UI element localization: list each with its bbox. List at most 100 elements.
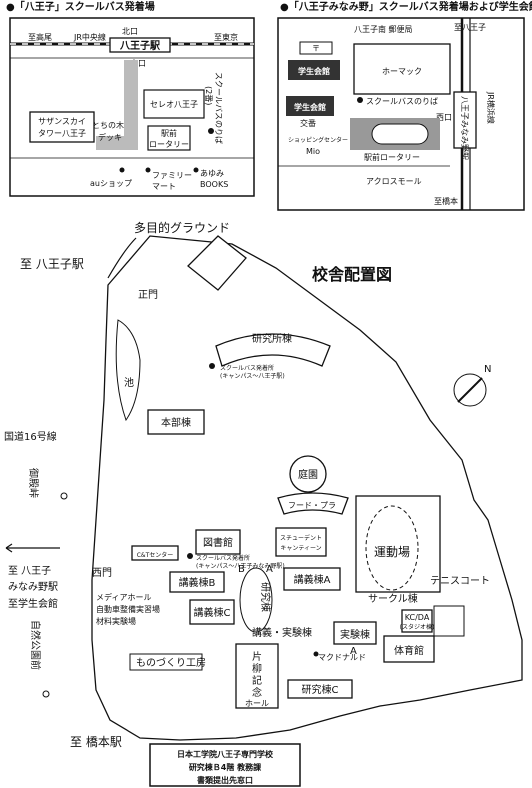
to-minami-label: 至 八王子: [8, 565, 51, 577]
svg-text:自動車整備実習場: 自動車整備実習場: [96, 604, 160, 614]
police-label: 交番: [300, 118, 316, 128]
inset-minamino-station: ●「八王子みなみ野」スクールバス発着場および学生会館 八王子南 郵便局 至八王子…: [277, 0, 532, 211]
lecture-a-bldg: [283, 567, 341, 591]
campus-title: 校舎配置図: [312, 265, 392, 284]
svg-text:キャンティーン: キャンティーン: [280, 545, 321, 552]
katayanagi-hall: [235, 643, 279, 709]
svg-text:講義棟A: 講義棟A: [294, 573, 331, 586]
lecture-lab-label: 講義・実験棟: [252, 626, 312, 639]
pond: [115, 319, 141, 422]
svg-text:スチューデント: スチューデント: [280, 534, 322, 542]
courtyard: [289, 455, 327, 493]
post-office-box: [299, 41, 333, 55]
svg-text:タワー八王子: タワー八王子: [38, 129, 86, 138]
research-bldg-oval: [239, 567, 273, 633]
inset-hachioji-station: ●「八王子」スクールバス発着場 北口 至高尾 JR中央線 至東京 八王子駅 南口…: [6, 0, 255, 197]
jikken-bldg: [333, 621, 377, 645]
to-tokyo-label: 至東京: [214, 32, 238, 42]
torinoki-label: とちの木: [92, 120, 124, 130]
svg-text:BOOKS: BOOKS: [200, 180, 228, 189]
mcdonalds-label: マクドナルド: [318, 653, 366, 662]
circle-bldg-label: サークル棟: [368, 592, 418, 605]
svg-text:N: N: [484, 364, 491, 375]
north-exit-label: 北口: [122, 27, 138, 36]
inset-right-heading: ●「八王子みなみ野」スクールバス発着場および学生会館: [280, 0, 532, 13]
svg-text:Mio: Mio: [306, 147, 320, 156]
library-bldg: [195, 529, 241, 555]
svg-text:(キャンパス〜八王子駅): (キャンパス〜八王子駅): [220, 373, 285, 380]
svg-text:A: A: [266, 564, 273, 575]
nature-park-label: 自然公園前: [29, 620, 42, 670]
svg-text:(2番): (2番): [204, 86, 214, 105]
svg-text:研究棟: 研究棟: [259, 582, 272, 612]
svg-text:図書館: 図書館: [203, 536, 233, 549]
west-exit-label: 西口: [436, 113, 452, 122]
campus-boundary: [91, 235, 523, 741]
minami-bus-stop: スクールバス発着所: [196, 554, 250, 562]
rotary-label: 駅前ロータリー: [364, 152, 420, 162]
campus-layout: 校舎配置図 至 八王子駅 多目的グラウンド 正門 研究所棟 スクールバス発着所 …: [4, 220, 523, 787]
research-c-bldg: [287, 679, 353, 699]
hachioji-station-box: [109, 37, 171, 53]
svg-text:学生会館: 学生会館: [294, 102, 326, 112]
kcda-bldg: [401, 609, 433, 633]
homac-building: [353, 43, 451, 95]
tennis-court: [433, 605, 465, 637]
svg-text:フード・プラ: フード・プラ: [288, 501, 336, 510]
svg-text:(キャンパス〜八王子みなみ野駅): (キャンパス〜八王子みなみ野駅): [196, 562, 285, 570]
ct-center: [131, 545, 179, 561]
media-hall-label: メディアホール: [96, 592, 151, 602]
student-hall-top: [288, 60, 340, 80]
to-hashimoto-campus: 至 橋本駅: [70, 735, 122, 749]
jr-yokohama-label: JR横浜線: [486, 91, 496, 124]
svg-text:体育館: 体育館: [394, 644, 424, 657]
student-canteen: [275, 527, 327, 557]
svg-text:研究所棟: 研究所棟: [252, 332, 292, 345]
svg-text:念: 念: [252, 686, 262, 699]
svg-text:実験棟: 実験棟: [340, 628, 370, 641]
svg-text:A: A: [350, 646, 357, 657]
svg-text:本部棟: 本部棟: [161, 416, 191, 429]
svg-text:ホーマック: ホーマック: [382, 67, 422, 76]
rotary-box: [147, 125, 191, 151]
svg-text:材料実験場: 材料実験場: [96, 616, 136, 626]
svg-text:柳: 柳: [252, 662, 262, 675]
svg-text:セレオ八王子: セレオ八王子: [150, 100, 198, 109]
svg-text:庭園: 庭園: [298, 468, 318, 481]
familymart-label: ファミリー: [152, 171, 192, 180]
svg-text:研究棟Ｂ4階 教務課: 研究棟Ｂ4階 教務課: [189, 762, 262, 772]
svg-text:講義棟B: 講義棟B: [179, 576, 216, 589]
ground-label: 多目的グラウンド: [134, 220, 230, 235]
bus-stop-dot: [208, 128, 214, 134]
svg-text:みなみ野駅: みなみ野駅: [8, 581, 58, 593]
food-plaza: [277, 492, 349, 515]
svg-text:(スタジオ棟): (スタジオ棟): [400, 623, 435, 631]
svg-text:KC/DA: KC/DA: [405, 613, 430, 622]
svg-text:日本工学院八王子専門学校: 日本工学院八王子専門学校: [177, 749, 274, 759]
to-hashimoto-inset: 至橋本: [434, 196, 458, 206]
lecture-c-bldg: [189, 599, 235, 625]
svg-text:ロータリー: ロータリー: [149, 140, 189, 149]
to-hachioji-station: 至 八王子駅: [20, 257, 84, 271]
svg-text:片: 片: [252, 650, 262, 663]
svg-text:運動場: 運動場: [374, 545, 410, 559]
west-gate-label: 西門: [92, 567, 112, 579]
across-mall-label: アクロスモール: [366, 177, 422, 186]
svg-text:記: 記: [252, 674, 262, 687]
southern-sky-tower: [29, 111, 95, 143]
svg-text:マート: マート: [152, 182, 176, 191]
cereo-building: [143, 89, 205, 119]
minamino-station-box: [453, 91, 477, 149]
multi-purpose-ground: [187, 235, 247, 291]
svg-text:学生会館: 学生会館: [298, 66, 330, 76]
station-label: 八王子駅: [119, 40, 161, 52]
athletic-field: [355, 495, 441, 593]
bus-stop-vertical: スクールバスのりば: [214, 72, 223, 144]
lecture-b-bldg: [169, 571, 225, 593]
svg-text:池: 池: [124, 376, 134, 389]
main-gate-label: 正門: [138, 289, 158, 301]
mio-label: ショッピングセンター: [288, 136, 348, 144]
north-arrow: [453, 373, 487, 407]
route16-label: 国道16号線: [4, 430, 57, 443]
svg-text:講義棟C: 講義棟C: [194, 606, 231, 619]
